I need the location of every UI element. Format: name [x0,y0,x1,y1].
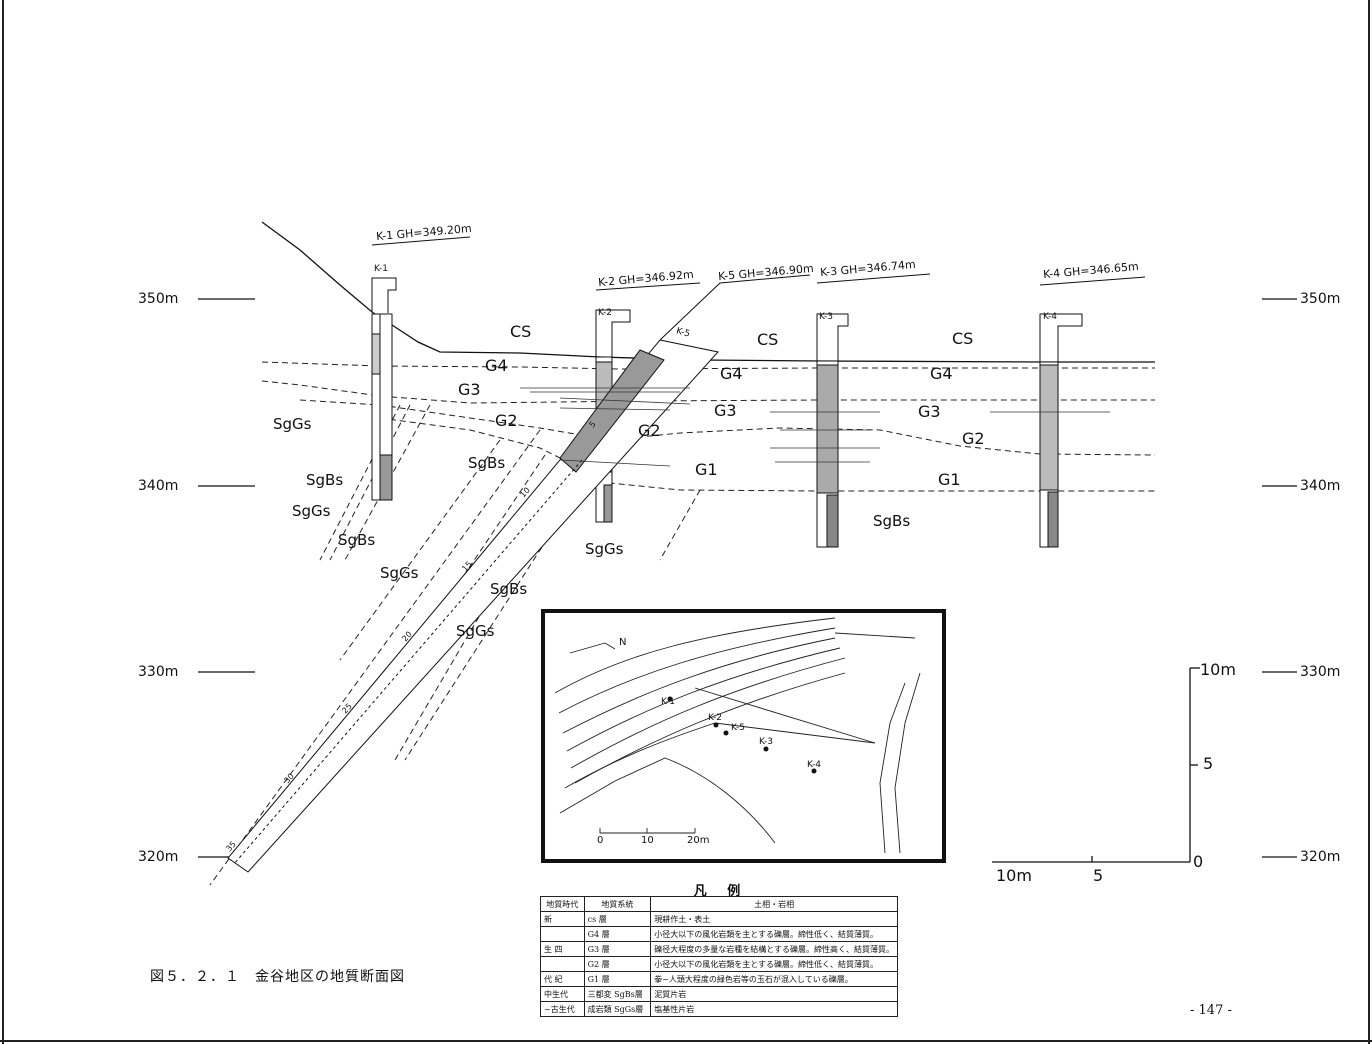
unit-label-sggs-3: SgGs [380,564,419,582]
legend-unit: G1 層 [583,971,652,987]
borehole-tag-k2: K-2 [598,308,612,318]
legend-desc: 塩基性片岩 [650,1001,898,1017]
inset-scale-10: 10 [641,835,654,846]
legend-era: 代 紀 [540,971,585,987]
unit-label-sgbs-4: SgBs [873,512,911,530]
legend-era [540,956,585,972]
legend-title: 凡 例 [693,884,749,899]
legend-desc: 小径大以下の風化岩類を主とする礫層。締性低く、結質薄質。 [650,926,898,942]
legend-era: 中生代 [540,986,585,1002]
elevation-label-350-right: 350m [1300,291,1341,307]
unit-label-g2-1: G2 [495,411,518,430]
inset-scale-20m: 20m [687,835,710,846]
legend-era: 新 [540,911,585,927]
scale-horizontal-5: 5 [1093,866,1104,885]
legend-header-facies: 土相・岩相 [650,896,898,912]
legend-desc: 現耕作土・表土 [650,911,898,927]
legend-era [540,926,585,942]
legend-unit: 成岩類 SgGs層 [583,1001,652,1017]
legend-row: G2 層小径大以下の風化岩類を主とする礫層。締性低く、結質薄質。 [540,956,898,972]
unit-label-g2-3: G2 [962,429,985,448]
unit-label-g3-3: G3 [918,402,941,421]
scale-horizontal-10m: 10m [996,866,1032,885]
inset-point-k3: K-3 [759,737,773,747]
elevation-label-340-left: 340m [138,478,179,494]
unit-label-g1-1: G1 [695,460,718,479]
legend-desc: 小径大以下の風化岩類を主とする礫層。締性低く、結質薄質。 [650,956,898,972]
unit-label-sggs-1: SgGs [273,415,312,433]
legend-unit: G3 層 [583,941,652,957]
scale-vertical-0: 0 [1193,852,1204,871]
elevation-label-340-right: 340m [1300,478,1341,494]
legend-unit: 三都変 SgBs層 [583,986,652,1002]
unit-label-cs-2: CS [757,330,779,349]
legend-era: 生 四 [540,941,585,957]
unit-label-cs-1: CS [510,322,532,341]
legend-header-row: 地質時代 地質系統 土相・岩相 [540,896,898,912]
elevation-label-320-right: 320m [1300,849,1341,865]
legend-desc: 礫径大程度の多量な岩種を結構とする礫層。締性高く、結質薄質。 [650,941,898,957]
elevation-label-330-left: 330m [138,664,179,680]
legend-era: ~古生代 [540,1001,585,1017]
inset-point-k4: K-4 [807,760,821,770]
unit-label-sggs-5: SgGs [456,622,495,640]
elevation-label-330-right: 330m [1300,664,1341,680]
unit-label-g3-2: G3 [714,401,737,420]
unit-label-g3-1: G3 [458,380,481,399]
legend-desc: 拳~人頭大程度の緑色岩等の玉石が混入している礫層。 [650,971,898,987]
unit-label-sggs-2: SgGs [292,502,331,520]
unit-label-sgbs-5: SgBs [490,580,528,598]
unit-label-sggs-4: SgGs [585,540,624,558]
inset-north-label: N [619,637,627,648]
unit-label-sgbs-1: SgBs [306,471,344,489]
inset-scale-0: 0 [597,835,604,846]
unit-label-sgbs-3: SgBs [468,454,506,472]
unit-label-g4-3: G4 [930,364,953,383]
borehole-tag-k4: K-4 [1043,312,1057,322]
unit-label-sgbs-2: SgBs [338,531,376,549]
unit-label-cs-3: CS [952,329,974,348]
legend-unit: G4 層 [583,926,652,942]
unit-label-g2-2: G2 [638,421,661,440]
inset-point-k2: K-2 [708,713,722,723]
page-number: - 147 - [1190,1003,1232,1018]
inset-location-map: N K-1 K-2 K-5 K-3 K-4 0 10 20m [541,609,946,863]
unit-label-g1-2: G1 [938,470,961,489]
scale-vertical-5: 5 [1203,754,1214,773]
figure-caption: 図５．２．１ 金谷地区の地質断面図 [150,969,405,985]
borehole-tag-k3: K-3 [819,312,833,322]
borehole-tag-k1: K-1 [374,264,388,274]
legend-desc: 泥質片岩 [650,986,898,1002]
legend-row: 中生代三都変 SgBs層泥質片岩 [540,986,898,1002]
scale-vertical-10m: 10m [1200,660,1236,679]
elevation-label-350-left: 350m [138,291,179,307]
legend-header-system: 地質系統 [583,896,652,912]
legend-row: ~古生代成岩類 SgGs層塩基性片岩 [540,1001,898,1017]
unit-label-g4-1: G4 [485,356,508,375]
inset-point-k1: K-1 [661,697,675,707]
inset-point-k5: K-5 [731,723,745,733]
elevation-label-320-left: 320m [138,849,179,865]
legend-row: G4 層小径大以下の風化岩類を主とする礫層。締性低く、結質薄質。 [540,926,898,942]
unit-label-g4-2: G4 [720,364,743,383]
inset-map-drawing [554,617,921,854]
legend-header-era: 地質時代 [540,896,585,912]
legend-unit: cs 層 [583,911,652,927]
legend-unit: G2 層 [583,956,652,972]
